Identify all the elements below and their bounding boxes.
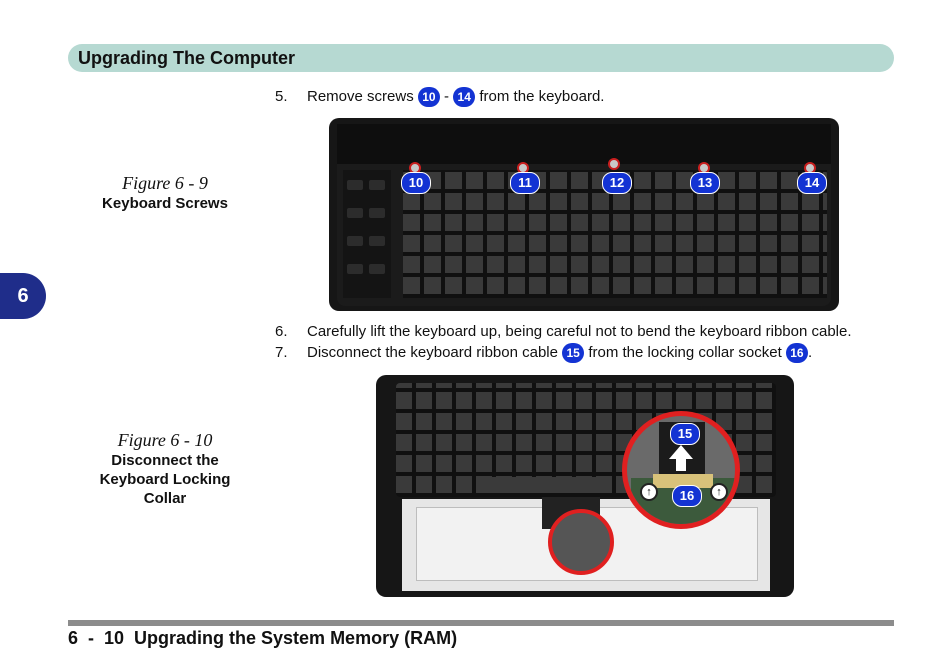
figure-title-line: Disconnect the [111,452,219,469]
step-7: 7. Disconnect the keyboard ribbon cable 1… [275,343,812,363]
ribbon-cable-label-15: 15 [670,423,700,445]
collar-arrow-icon: ↑ [710,483,728,501]
screw-label-10: 10 [401,172,431,194]
header-bar: Upgrading The Computer [68,44,894,72]
step-text: from the locking collar socket [588,343,782,361]
spacebar [488,477,598,493]
socket-label-16: 16 [672,485,702,507]
step-text: from the keyboard. [479,87,605,105]
figure-caption-9: Figure 6 - 9 Keyboard Screws [80,173,250,213]
socket-badge: 16 [785,343,808,363]
chapter-tab[interactable]: 6 [0,273,46,319]
figure-title: Keyboard Screws [102,195,228,212]
step-6: 6. Carefully lift the keyboard up, being … [275,323,852,340]
page-header-title: Upgrading The Computer [78,48,295,68]
figure-number: Figure 6 - 10 [117,430,213,450]
collar-arrow-icon: ↑ [640,483,658,501]
internal-components [337,124,831,164]
step-text: - [444,87,450,105]
arrow-up-icon-stem [676,459,686,471]
page-footer: 6 - 10 Upgrading the System Memory (RAM) [68,628,458,648]
collar-highlight-circle [548,509,614,575]
step-text: Remove screws [307,87,414,105]
figure-number: Figure 6 - 9 [122,173,208,193]
figure-caption-10: Figure 6 - 10 Disconnect the Keyboard Lo… [80,430,250,508]
step-5: 5. Remove screws 10 - 14 from the keyboar… [275,87,604,107]
step-text: Disconnect the keyboard ribbon cable [307,343,558,361]
keyboard-collar-photo: ↑ ↑ 15 16 [376,375,794,597]
step-number: 6. [275,323,288,340]
locking-collar-socket [653,474,713,488]
step-text: . [807,343,813,361]
screw-badge-start: 10 [417,87,440,107]
figure-title-line: Collar [143,490,187,507]
step-number: 7. [275,343,288,361]
screw-badge-end: 14 [453,87,476,107]
macro-keys [343,170,391,298]
step-text: Carefully lift the keyboard up, being ca… [307,323,852,340]
screw-label-12: 12 [602,172,632,194]
ribbon-cable-badge: 15 [562,343,585,363]
screw-marker [608,158,620,170]
keyboard-screws-photo: 10 11 12 13 14 [329,118,839,311]
screw-label-11: 11 [510,172,540,194]
figure-title-line: Keyboard Locking [99,471,231,488]
footer-rule [68,620,894,626]
screw-label-13: 13 [690,172,720,194]
arrow-up-icon [669,445,693,459]
step-number: 5. [275,87,288,105]
screw-label-14: 14 [797,172,827,194]
